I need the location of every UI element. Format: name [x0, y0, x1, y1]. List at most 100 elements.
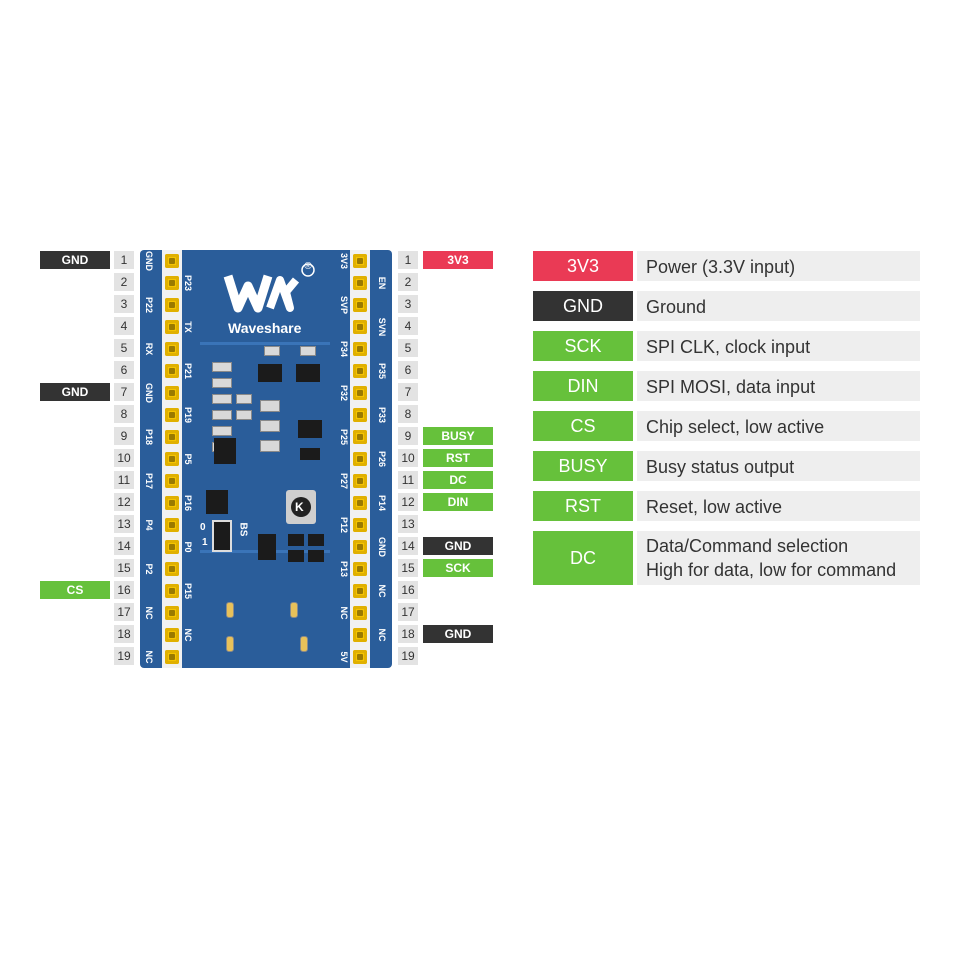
- pin-number: 2: [114, 273, 134, 291]
- button-cap: [291, 497, 311, 517]
- header-pin: [165, 650, 179, 664]
- header-pin: [353, 386, 367, 400]
- switch-zero-label: 0: [200, 522, 206, 533]
- transistor-chip: [296, 364, 320, 382]
- right-pin-label: DC: [423, 471, 493, 489]
- header-pin: [353, 364, 367, 378]
- right-pin-label: BUSY: [423, 427, 493, 445]
- switch-one-label: 1: [202, 537, 208, 548]
- smd-component: [260, 440, 280, 452]
- switch-label: BS: [237, 522, 249, 537]
- silk-label: 3V3: [339, 252, 349, 269]
- silk-label: P18: [144, 428, 154, 445]
- silk-label: P25: [339, 428, 349, 445]
- header-pin: [165, 342, 179, 356]
- pin-number: 18: [398, 625, 418, 643]
- right-pin-label: RST: [423, 449, 493, 467]
- smd-component: [212, 394, 232, 404]
- smd-component: [260, 400, 280, 412]
- header-pin: [165, 562, 179, 576]
- header-pin: [353, 628, 367, 642]
- solder-pad: [226, 602, 234, 618]
- regulator-chip: [206, 490, 228, 514]
- header-pin: [353, 650, 367, 664]
- legend-row-3v3: 3V3 Power (3.3V input): [533, 251, 920, 281]
- silk-label: SVN: [377, 317, 387, 337]
- silk-label: GND: [377, 537, 387, 557]
- header-pin: [353, 342, 367, 356]
- right-pin-label: GND: [423, 537, 493, 555]
- pin-number: 3: [114, 295, 134, 313]
- pin-number: 4: [114, 317, 134, 335]
- legend-description: SPI MOSI, data input: [637, 371, 920, 401]
- pin-number: 17: [114, 603, 134, 621]
- header-pin: [165, 430, 179, 444]
- pin-number: 7: [398, 383, 418, 401]
- pin-number: 18: [114, 625, 134, 643]
- silk-label: P21: [183, 362, 193, 379]
- pin-number: 4: [398, 317, 418, 335]
- bs-switch[interactable]: [212, 520, 232, 552]
- silk-label: NC: [144, 650, 154, 664]
- pin-number: 9: [398, 427, 418, 445]
- silk-label: P15: [183, 582, 193, 599]
- silk-label: 5V: [339, 651, 349, 663]
- pin-number: 7: [114, 383, 134, 401]
- legend-description-line: High for data, low for command: [646, 560, 897, 580]
- legend-description: Chip select, low active: [637, 411, 920, 441]
- smd-chip: [258, 534, 276, 560]
- header-pin: [165, 452, 179, 466]
- smd-chip: [308, 534, 324, 546]
- silk-label: SVP: [339, 295, 349, 314]
- smd-component: [212, 378, 232, 388]
- silk-label: P32: [339, 384, 349, 401]
- solder-pad: [290, 602, 298, 618]
- pin-number: 13: [114, 515, 134, 533]
- pin-number: 13: [398, 515, 418, 533]
- legend-description-line: Busy status output: [646, 457, 795, 477]
- silk-label: P22: [144, 296, 154, 313]
- silk-label: GND: [144, 251, 154, 271]
- pin-number: 15: [398, 559, 418, 577]
- left-pin-label: GND: [40, 251, 110, 269]
- silk-label: P14: [377, 494, 387, 511]
- silk-label: P4: [144, 519, 154, 531]
- header-pin: [165, 276, 179, 290]
- header-pin: [165, 606, 179, 620]
- silk-label: P12: [339, 516, 349, 533]
- header-pin: [353, 562, 367, 576]
- left-pin-label: GND: [40, 383, 110, 401]
- pin-number: 15: [114, 559, 134, 577]
- silk-label: GND: [144, 383, 154, 403]
- left-pin-label: CS: [40, 581, 110, 599]
- smd-component: [264, 346, 280, 356]
- legend-description-line: Data/Command selection: [646, 536, 849, 556]
- silk-label: NC: [144, 606, 154, 620]
- header-pin: [353, 496, 367, 510]
- silk-label: P35: [377, 362, 387, 379]
- silk-label: RX: [144, 342, 154, 356]
- header-pin: [353, 606, 367, 620]
- legend-description: Power (3.3V input): [637, 251, 920, 281]
- solder-pad: [226, 636, 234, 652]
- smd-component: [236, 394, 252, 404]
- smd-component: [260, 420, 280, 432]
- legend-description: Busy status output: [637, 451, 920, 481]
- reset-button[interactable]: K: [286, 490, 316, 524]
- header-pin: [353, 408, 367, 422]
- legend-description-line: Chip select, low active: [646, 417, 825, 437]
- header-pin: [165, 320, 179, 334]
- pin-number: 16: [398, 581, 418, 599]
- silk-label: TX: [183, 321, 193, 333]
- legend-description-line: Power (3.3V input): [646, 257, 796, 277]
- pin-number: 10: [114, 449, 134, 467]
- legend-tag: 3V3: [533, 251, 633, 281]
- silk-label: P34: [339, 340, 349, 357]
- header-pin: [353, 474, 367, 488]
- transistor-chip: [258, 364, 282, 382]
